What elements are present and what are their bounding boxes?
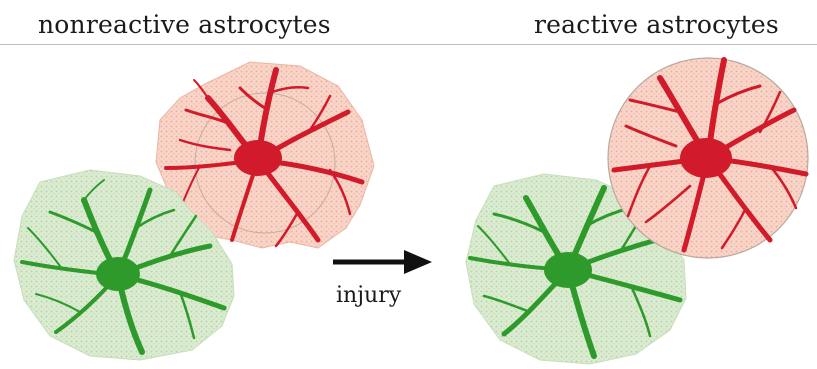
nonreactive-red-soma bbox=[234, 140, 282, 176]
reactive-green-soma bbox=[544, 252, 592, 288]
injury-label: injury bbox=[336, 283, 401, 308]
reactive-red-soma bbox=[680, 138, 732, 178]
reactive-red-astrocyte bbox=[608, 58, 808, 258]
nonreactive-green-soma bbox=[96, 257, 140, 291]
injury-arrow bbox=[333, 250, 432, 274]
